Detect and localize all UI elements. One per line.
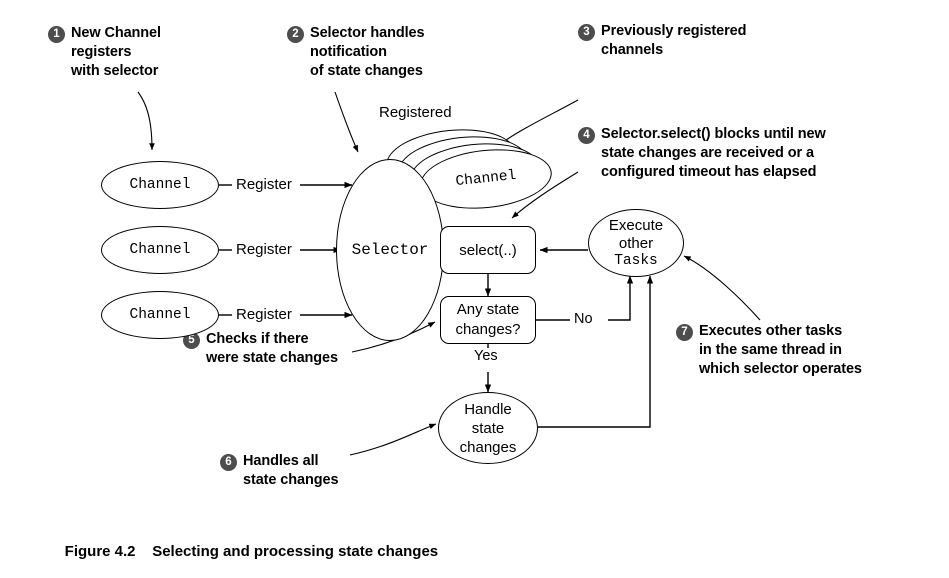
node-channel-2[interactable]: Channel (101, 226, 219, 274)
node-handle-state-changes-label: Handle state changes (459, 400, 517, 456)
callout-badge-1: 1 (48, 26, 65, 43)
node-selector[interactable]: Selector (336, 159, 444, 341)
figure-caption-number: Figure 4.2 (64, 543, 136, 560)
callout-text-1: New Channel registers with selector (71, 25, 161, 79)
callout-text-4: Selector.select() blocks until new state… (601, 126, 826, 180)
callout-text-5: Checks if there were state changes (206, 331, 338, 366)
figure-caption: Figure 4.2 Selecting and processing stat… (48, 526, 438, 577)
callout-1: 1 New Channel registers with selector (48, 24, 258, 81)
callout-badge-3: 3 (578, 24, 595, 41)
node-channel-2-label: Channel (129, 242, 191, 258)
node-any-state-changes-label: Any state changes? (455, 301, 521, 338)
figure-caption-text: Selecting and processing state changes (152, 543, 439, 560)
label-registered-group: Registered (376, 104, 455, 121)
callout-7: 7 Executes other tasks in the same threa… (676, 322, 936, 379)
callout-badge-4: 4 (578, 127, 595, 144)
node-execute-other-tasks-line2: other (618, 235, 654, 252)
edge-label-register-2: Register (233, 241, 295, 258)
node-execute-other-tasks-line1: Execute (608, 217, 664, 234)
node-channel-3[interactable]: Channel (101, 291, 219, 339)
callout-6: 6 Handles all state changes (220, 452, 420, 490)
edge-label-register-1: Register (233, 176, 295, 193)
edge-label-yes: Yes (471, 348, 501, 364)
callout-badge-6: 6 (220, 454, 237, 471)
callout-2: 2 Selector handles notification of state… (287, 24, 517, 81)
edge-label-register-3: Register (233, 306, 295, 323)
callout-badge-2: 2 (287, 26, 304, 43)
callout-text-2: Selector handles notification of state c… (310, 25, 425, 79)
callout-5: 5 Checks if there were state changes (183, 330, 403, 368)
callout-text-3: Previously registered channels (601, 23, 747, 58)
callout-badge-7: 7 (676, 324, 693, 341)
node-execute-other-tasks-line3: Tasks (614, 253, 658, 269)
node-execute-other-tasks[interactable]: Execute other Tasks (588, 209, 684, 277)
node-channel-1-label: Channel (129, 177, 191, 193)
node-select-call-label: select(..) (459, 241, 517, 259)
callout-4: 4 Selector.select() blocks until new sta… (578, 125, 946, 182)
node-any-state-changes[interactable]: Any state changes? (440, 296, 536, 344)
node-select-call[interactable]: select(..) (440, 226, 536, 274)
callout-text-6: Handles all state changes (243, 453, 339, 488)
node-handle-state-changes[interactable]: Handle state changes (438, 392, 538, 464)
node-channel-3-label: Channel (129, 307, 191, 323)
node-registered-channel-label: Channel (454, 167, 518, 191)
callout-text-7: Executes other tasks in the same thread … (699, 323, 862, 377)
edge-label-no: No (571, 311, 596, 327)
callout-3: 3 Previously registered channels (578, 22, 858, 60)
node-channel-1[interactable]: Channel (101, 161, 219, 209)
node-selector-label: Selector (351, 241, 429, 259)
